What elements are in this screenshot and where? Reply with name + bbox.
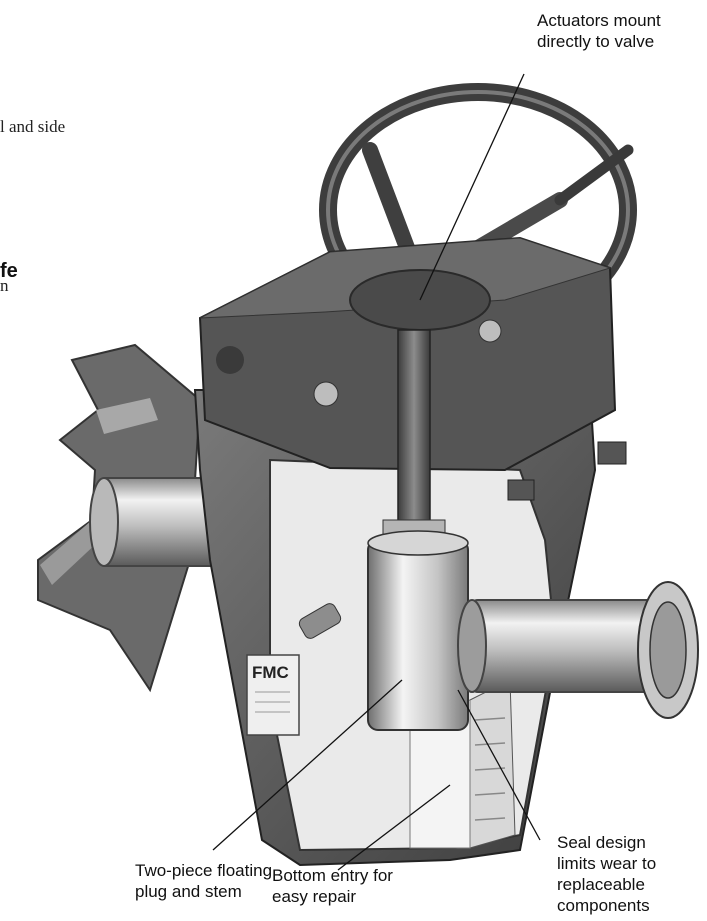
right-pipe xyxy=(457,581,699,719)
callout-plug-stem: Two-piece floating plug and stem xyxy=(135,861,273,901)
svg-text:FMC: FMC xyxy=(252,663,289,682)
callout-seal-design: Seal design limits wear to replaceable c… xyxy=(557,833,657,915)
callout-bottom-entry: Bottom entry for easy repair xyxy=(272,866,393,906)
plug xyxy=(367,530,469,731)
body-text-fragment-bottom: n xyxy=(0,276,9,295)
nameplate: FMC xyxy=(246,654,300,736)
leader-lines xyxy=(212,73,541,871)
callout-actuators: Actuators mount directly to valve xyxy=(537,11,661,51)
heading-fragment: fe xyxy=(0,260,18,282)
grease-fitting xyxy=(298,603,342,639)
body-text-fragment-top: l and side xyxy=(0,117,66,136)
